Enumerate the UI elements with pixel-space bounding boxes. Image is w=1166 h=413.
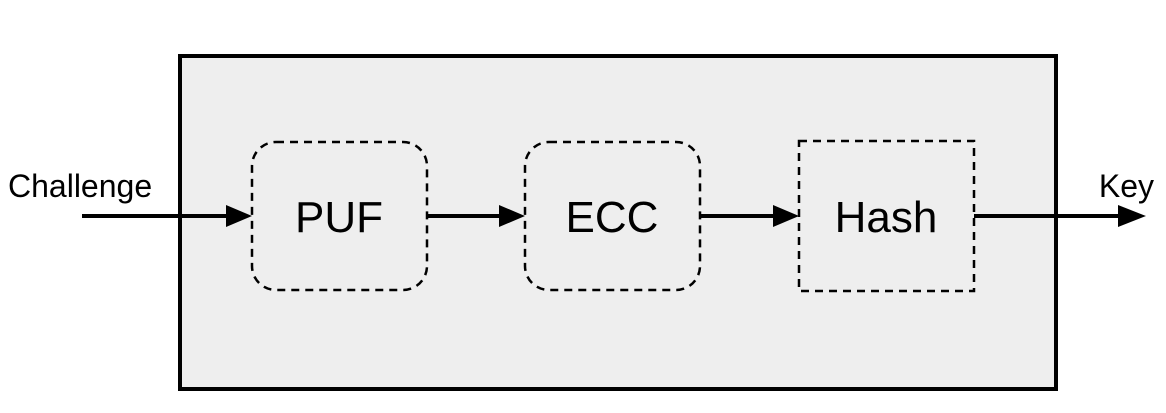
arrowhead-hash-to-key	[1118, 205, 1146, 227]
arrowhead-puf-to-ecc	[499, 205, 525, 227]
puf-block-label: PUF	[295, 193, 383, 242]
arrowhead-challenge-to-puf	[226, 205, 252, 227]
system-container	[178, 54, 1058, 391]
arrowhead-ecc-to-hash	[773, 205, 799, 227]
ecc-block-label: ECC	[566, 193, 659, 242]
key-label: Key	[1099, 168, 1154, 204]
hash-block-label: Hash	[835, 193, 938, 242]
challenge-label: Challenge	[8, 168, 152, 204]
